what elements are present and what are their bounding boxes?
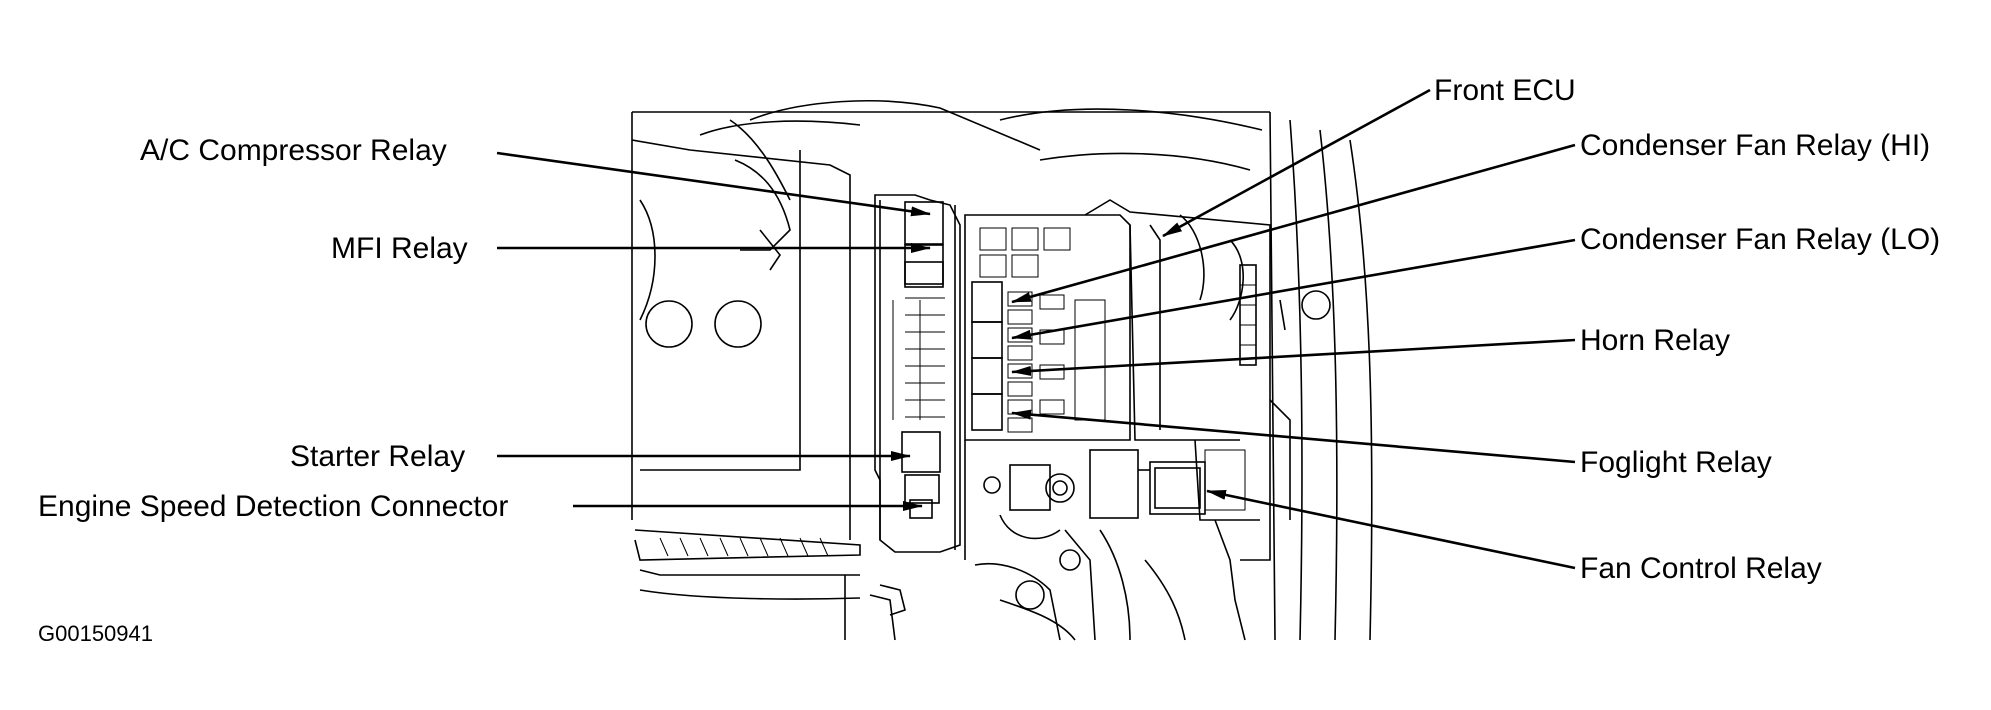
leader-front-ecu — [1162, 88, 1431, 238]
label-fan-control-relay: Fan Control Relay — [1580, 552, 1822, 585]
callout-labels: Front ECU A/C Compressor Relay Condenser… — [38, 74, 1940, 646]
leader-horn-relay — [1011, 338, 1576, 376]
leader-foglight-relay — [1011, 409, 1576, 464]
label-front-ecu: Front ECU — [1434, 74, 1576, 107]
figure-id: G00150941 — [38, 621, 153, 646]
label-ac-compressor-relay: A/C Compressor Relay — [140, 134, 447, 167]
leader-condenser-fan-relay-hi — [1011, 143, 1576, 304]
label-condenser-fan-relay-hi: Condenser Fan Relay (HI) — [1580, 129, 1930, 162]
leader-lines — [496, 88, 1576, 570]
component-drawing — [631, 100, 1373, 641]
label-condenser-fan-relay-lo: Condenser Fan Relay (LO) — [1580, 223, 1940, 256]
leader-fan-control-relay — [1206, 489, 1576, 570]
label-starter-relay: Starter Relay — [290, 440, 465, 473]
label-horn-relay: Horn Relay — [1580, 324, 1730, 357]
leader-ac-compressor-relay — [496, 151, 931, 217]
label-mfi-relay: MFI Relay — [331, 232, 468, 265]
label-foglight-relay: Foglight Relay — [1580, 446, 1772, 479]
leader-condenser-fan-relay-lo — [1011, 238, 1576, 340]
label-engine-speed-detection-connector: Engine Speed Detection Connector — [38, 490, 508, 523]
